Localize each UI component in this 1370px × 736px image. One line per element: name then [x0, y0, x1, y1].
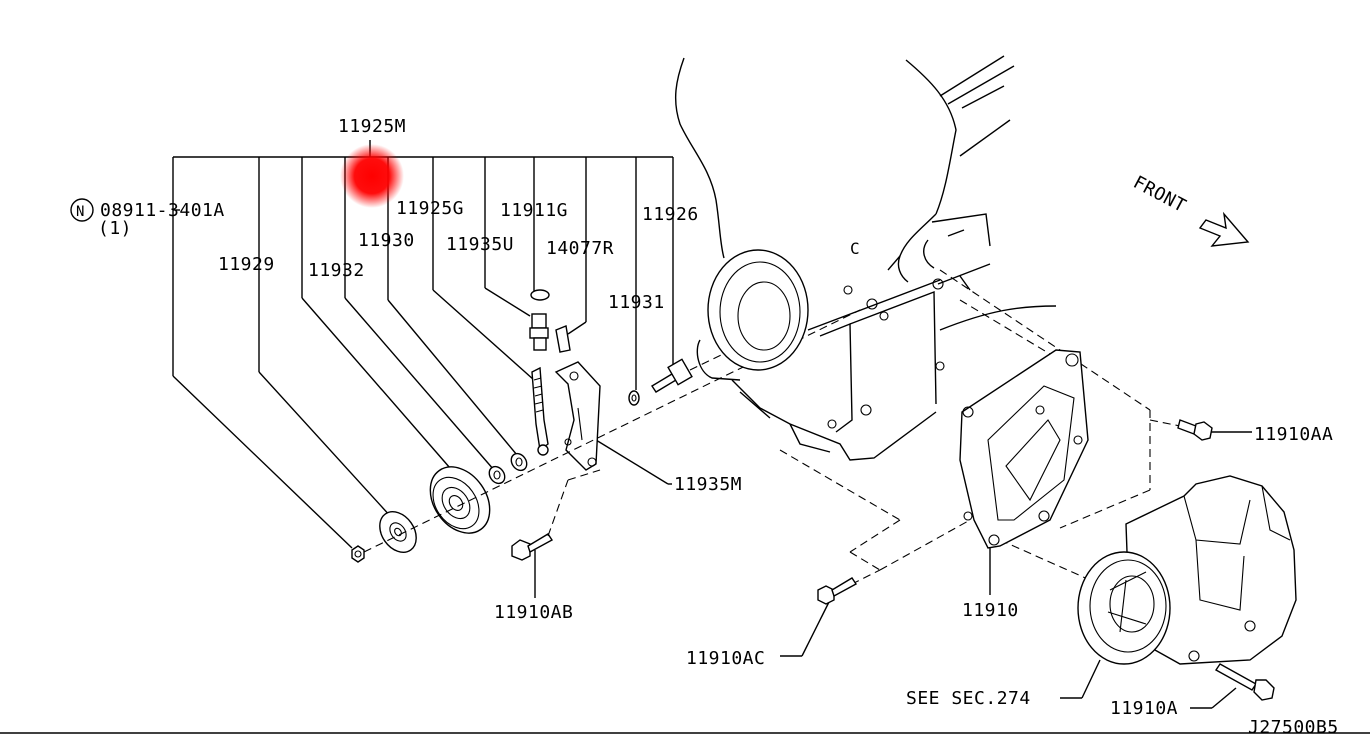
- label-11925m[interactable]: 11925M: [338, 116, 406, 137]
- bolt-11910aa-part[interactable]: [1177, 419, 1213, 441]
- leader-lines: [173, 209, 1252, 709]
- figure-code: J27500B5: [1248, 717, 1339, 736]
- label-11911g[interactable]: 11911G: [500, 200, 568, 221]
- label-11932[interactable]: 11932: [308, 260, 365, 281]
- label-11935u[interactable]: 11935U: [446, 234, 514, 255]
- label-08911-prefix: N: [76, 204, 85, 220]
- label-11925g[interactable]: 11925G: [396, 198, 464, 219]
- pulley-washer-part[interactable]: [372, 505, 423, 559]
- label-11930[interactable]: 11930: [358, 230, 415, 251]
- label-see-sec-274[interactable]: SEE SEC.274: [906, 688, 1031, 709]
- spacer-part[interactable]: [486, 464, 508, 487]
- fitting-part[interactable]: [529, 289, 550, 351]
- label-11910a[interactable]: 11910A: [1110, 698, 1178, 719]
- label-11910[interactable]: 11910: [962, 600, 1019, 621]
- bushing-part[interactable]: [508, 451, 530, 474]
- label-08911-3401a[interactable]: 08911-3401A: [100, 200, 225, 221]
- label-11929[interactable]: 11929: [218, 254, 275, 275]
- bolt-11910ac-part[interactable]: [817, 577, 858, 605]
- label-08911-qty: (1): [98, 218, 132, 239]
- selected-hotspot-marker[interactable]: [340, 144, 404, 208]
- adjusting-bolt-part[interactable]: [531, 366, 549, 456]
- label-11931[interactable]: 11931: [608, 292, 665, 313]
- label-11910ac[interactable]: 11910AC: [686, 648, 765, 669]
- label-14077r[interactable]: 14077R: [546, 238, 614, 259]
- front-arrow-icon: [1198, 211, 1250, 247]
- nut-n-marker: [70, 198, 94, 222]
- label-c: C: [850, 239, 860, 258]
- bolt-11910ab-part[interactable]: [511, 533, 554, 561]
- clip-part[interactable]: [555, 325, 571, 353]
- bolt-11910a-part[interactable]: [1214, 663, 1275, 701]
- label-11935m[interactable]: 11935M: [674, 474, 742, 495]
- compressor-bracket-part[interactable]: [959, 349, 1089, 549]
- bracket-11935m-part[interactable]: [554, 361, 601, 471]
- engine-block-outline: [675, 55, 1057, 461]
- label-11926[interactable]: 11926: [642, 204, 699, 225]
- ac-compressor-part[interactable]: [1077, 475, 1297, 665]
- label-11910ab[interactable]: 11910AB: [494, 602, 573, 623]
- washer-11931-part[interactable]: [628, 390, 640, 406]
- label-front: FRONT: [1130, 172, 1190, 217]
- bolt-11926-part[interactable]: [651, 358, 693, 393]
- nut-part[interactable]: [351, 545, 365, 563]
- label-11910aa[interactable]: 11910AA: [1254, 424, 1333, 445]
- idler-pulley-part[interactable]: [418, 456, 502, 545]
